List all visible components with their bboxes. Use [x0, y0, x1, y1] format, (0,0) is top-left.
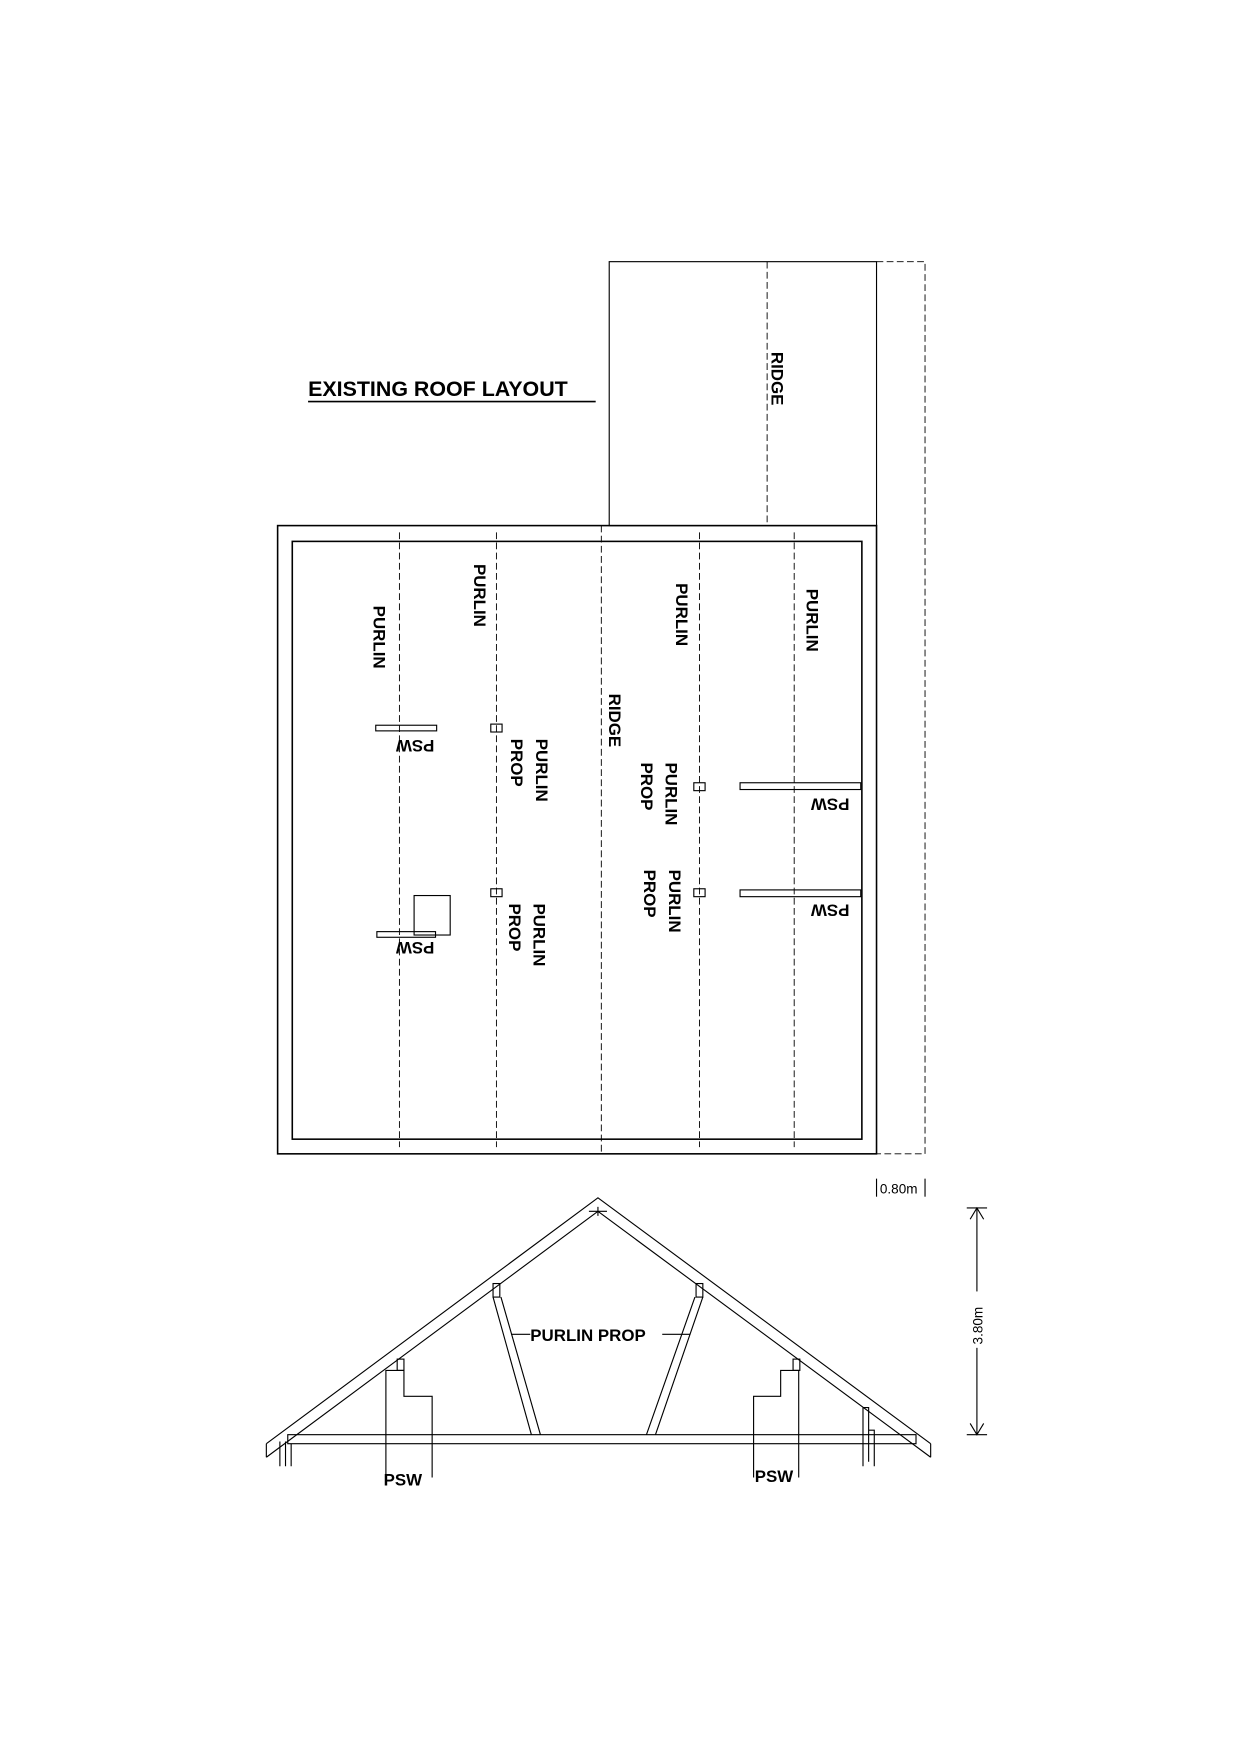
ceiling-joist [287, 1434, 917, 1445]
svg-text:PROP: PROP [505, 903, 524, 951]
purlin-prop-label: PURLIN PROP [637, 762, 681, 825]
drawing-title: EXISTING ROOF LAYOUT [308, 377, 568, 401]
overhang-dimension: 0.80m [875, 1178, 926, 1197]
main-roof-inner [291, 540, 863, 1140]
purlin-prop-label: PURLIN PROP [640, 870, 684, 933]
psw-section [385, 1369, 433, 1478]
purlin-prop-marker [490, 723, 503, 733]
purlin-label: PURLIN [803, 589, 822, 652]
purlin-prop-marker [490, 888, 503, 898]
purlin-section [695, 1282, 704, 1298]
purlin-prop-marker [693, 888, 706, 898]
overhang-outline [876, 261, 926, 1155]
purlin-prop-label: PURLIN PROP [507, 739, 551, 802]
purlin-prop-label: PURLIN PROP [505, 903, 549, 966]
psw-label: PSW [396, 938, 435, 957]
extension-ridge-label: RIDGE [768, 352, 787, 406]
ridge-label: RIDGE [605, 694, 624, 748]
purlin-section [792, 1358, 801, 1371]
purlin-prop-marker [693, 782, 706, 792]
svg-text:PROP: PROP [507, 739, 526, 787]
psw-wall [376, 931, 437, 938]
psw-wall [739, 782, 862, 791]
purlin-prop-strut [492, 1296, 541, 1435]
svg-text:PROP: PROP [640, 870, 659, 918]
svg-text:3.80m: 3.80m [971, 1307, 986, 1345]
purlin-prop-strut [645, 1296, 704, 1435]
psw-wall [739, 889, 862, 898]
svg-text:PURLIN: PURLIN [530, 903, 549, 966]
purlin-prop-section-label: PURLIN PROP [530, 1326, 646, 1345]
purlin-label: PURLIN [672, 583, 691, 646]
svg-text:PURLIN: PURLIN [532, 739, 551, 802]
roof-section [265, 1197, 932, 1478]
svg-text:PROP: PROP [637, 762, 656, 810]
psw-label: PSW [396, 736, 435, 755]
psw-section-label: PSW [755, 1467, 794, 1486]
height-dimension: 3.80m [966, 1206, 988, 1436]
svg-text:0.80m: 0.80m [880, 1181, 918, 1196]
rear-extension-outline [608, 261, 878, 527]
chimney-stack [413, 894, 451, 936]
svg-text:PURLIN: PURLIN [662, 762, 681, 825]
main-roof-outer [276, 524, 878, 1155]
purlin-label: PURLIN [470, 564, 489, 627]
psw-label: PSW [811, 901, 850, 920]
purlin-label: PURLIN [369, 606, 388, 669]
svg-text:PURLIN: PURLIN [665, 870, 684, 933]
psw-section [753, 1369, 800, 1478]
purlin-section [492, 1282, 501, 1298]
psw-label: PSW [811, 795, 850, 814]
psw-wall [375, 724, 438, 732]
purlin-section [396, 1358, 405, 1371]
psw-section-label: PSW [384, 1470, 423, 1489]
